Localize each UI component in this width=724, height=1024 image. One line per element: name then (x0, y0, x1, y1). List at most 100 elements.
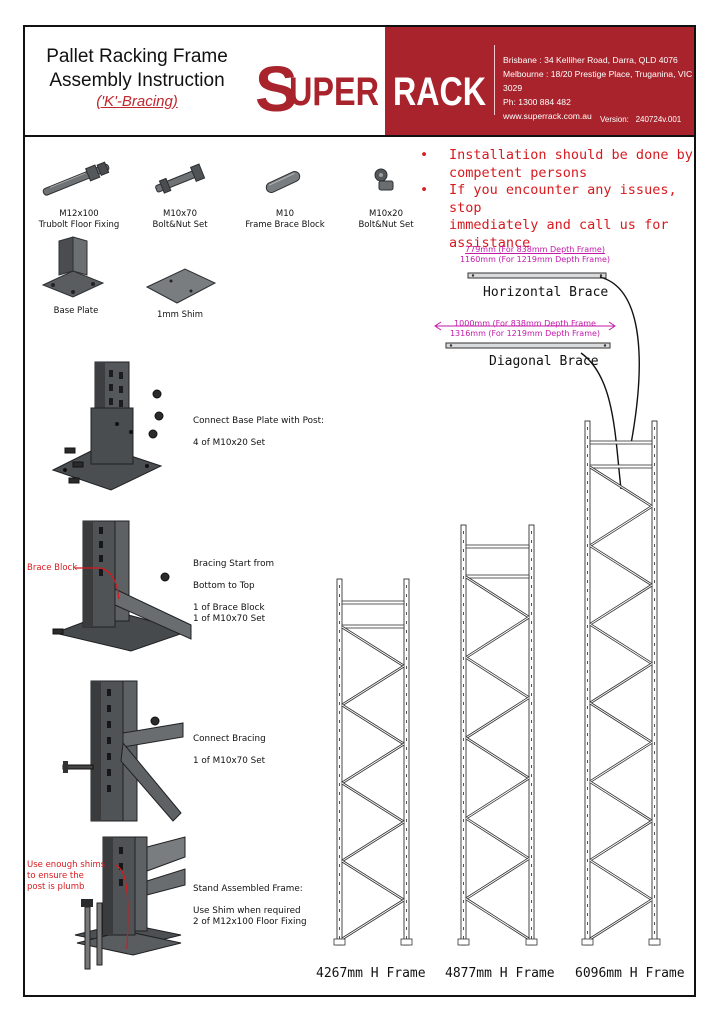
version-value: 240724v.001 (635, 115, 682, 124)
step3-text: Connect Bracing 1 of M10x70 Set (193, 734, 266, 767)
frame-4267-horizontal-brace (341, 600, 405, 605)
logo-super: S UPER (249, 27, 385, 135)
part-bolt-m10x20-size: M10x20 (369, 209, 403, 219)
step1-line-1: Connect Base Plate with Post: (193, 416, 325, 426)
brace-pointer-lines (580, 276, 640, 490)
shim-callout-line-2: to ensure the (27, 871, 84, 881)
shim-callout: Use enough shims to ensure the post is p… (27, 860, 105, 893)
diagonal-dim-838: 1000mm (For 838mm Depth Frame (454, 319, 596, 328)
safety-notes: • Installation should be done by compete… (420, 147, 700, 252)
note-2-line-1: If you encounter any issues, stop (449, 182, 677, 216)
part-trubolt-name: Trubolt Floor Fixing (38, 220, 120, 230)
frame-4267 (333, 578, 413, 946)
instruction-sheet: Pallet Racking Frame Assembly Instructio… (23, 25, 696, 997)
frame-4267-diagonal-brace-inner (341, 665, 405, 706)
frame-4877-horizontal-brace (465, 574, 530, 579)
frame-4267-right-post (403, 578, 410, 946)
part-brace-block-size: M10 (275, 209, 295, 219)
frame-label-4267: 4267mm H Frame (316, 966, 426, 981)
logo-rack: RACK (393, 70, 486, 114)
frame-4267-diagonal-brace-inner (341, 743, 405, 784)
frame-4267-diagonal-brace-inner (341, 626, 405, 667)
part-bolt-m10x70: M10x70 Bolt&Nut Set (135, 209, 225, 231)
bolt-nut-m10x70-icon (155, 163, 206, 194)
divider (494, 45, 495, 115)
contact-website[interactable]: www.superrack.com.au (503, 111, 592, 121)
frame-4877-diagonal-brace-inner (465, 777, 530, 819)
part-trubolt-size: M12x100 (59, 209, 99, 219)
part-bolt-m10x70-name: Bolt&Nut Set (152, 220, 208, 230)
frame-6096-diagonal-brace-inner (589, 781, 653, 822)
frame-6096-base-plate (581, 938, 594, 946)
part-brace-block: M10 Frame Brace Block (235, 209, 335, 231)
part-bolt-m10x20-name: Bolt&Nut Set (358, 220, 414, 230)
title-line-1: Pallet Racking Frame (46, 46, 228, 67)
brace-block-callout: Brace Block (27, 563, 78, 573)
shim-callout-line-3: post is plumb (27, 882, 85, 892)
frame-4877-diagonal-brace-inner (465, 616, 530, 658)
horizontal-brace-label: Horizontal Brace (483, 285, 609, 300)
step2-line-1: Bracing Start from (193, 559, 275, 569)
step3-line-1: Connect Bracing (193, 734, 266, 744)
frame-4267-diagonal-brace-inner (341, 821, 405, 862)
frame-6096-horizontal-brace (589, 440, 653, 445)
frame-4877-base-plate (457, 938, 470, 946)
note-2: • If you encounter any issues, stop imme… (420, 182, 700, 252)
contact-phone: Ph: 1300 884 482 (503, 97, 571, 107)
horizontal-brace (467, 272, 607, 279)
frame-4877-diagonal-brace-inner (465, 737, 530, 779)
frame-4267-base-plate (400, 938, 413, 946)
step4-illustration (74, 836, 186, 970)
trubolt-icon (42, 161, 110, 196)
logo-super-s: S (255, 53, 298, 125)
horizontal-brace-dims: 779mm (For 838mm Depth Frame) 1160mm (Fo… (457, 245, 613, 265)
frame-6096-diagonal-brace-inner (589, 623, 653, 665)
step4-line-1: Stand Assembled Frame: (193, 884, 303, 894)
frame-4267-left-post (336, 578, 343, 946)
contact-block: Brisbane : 34 Kelliher Road, Darra, QLD … (503, 53, 694, 123)
frame-4877-base-plate (525, 938, 538, 946)
frame-6096 (581, 420, 661, 946)
part-shim-name: 1mm Shim (156, 310, 204, 320)
frame-4267-diagonal-brace-inner (341, 782, 405, 823)
frame-6096-diagonal-brace-inner (589, 663, 653, 704)
diagonal-brace-label: Diagonal Brace (489, 354, 599, 369)
brace-block-icon (265, 171, 301, 193)
version-label: Version: (600, 115, 629, 124)
frame-4267-diagonal-brace-inner (341, 860, 405, 901)
part-base-plate: Base Plate (31, 306, 121, 317)
frame-4877-diagonal-brace-inner (465, 576, 530, 618)
contact-melbourne: Melbourne : 18/20 Prestige Place, Trugan… (503, 69, 693, 93)
part-shim: 1mm Shim (135, 310, 225, 321)
frame-6096-diagonal-brace-inner (589, 820, 653, 861)
note-1: • Installation should be done by compete… (420, 147, 700, 182)
shim-icon (145, 268, 217, 304)
shim-callout-line-1: Use enough shims (27, 860, 106, 870)
step1-line-3: 4 of M10x20 Set (193, 438, 266, 448)
step1-illustration (51, 361, 164, 491)
title-subtitle: ('K'-Bracing) (96, 93, 178, 110)
step3-illustration (62, 680, 184, 822)
frame-4877-diagonal-brace-inner (465, 817, 530, 859)
step2-line-5: 1 of Brace Block (193, 603, 265, 613)
step3-line-3: 1 of M10x70 Set (193, 756, 266, 766)
logo-super-rest: UPER (289, 70, 379, 114)
frame-6096-diagonal-brace-inner (589, 466, 653, 507)
frame-4877-horizontal-brace (465, 544, 530, 549)
step4-line-4: 2 of M12x100 Floor Fixing (193, 917, 307, 927)
note-1-line-2: competent persons (449, 164, 588, 181)
base-plate-icon (41, 236, 105, 298)
frame-4267-diagonal-brace-inner (341, 899, 405, 940)
bolt-nut-m10x20-icon (374, 168, 394, 191)
step2-line-3: Bottom to Top (193, 581, 255, 591)
frame-6096-diagonal-brace-inner (589, 899, 653, 940)
step2-text: Bracing Start from Bottom to Top 1 of Br… (193, 559, 274, 625)
frame-6096-horizontal-brace (589, 464, 653, 469)
step4-line-3: Use Shim when required (193, 906, 301, 916)
step4-text: Stand Assembled Frame: Use Shim when req… (193, 884, 307, 928)
note-2-line-2: immediately and call us for assistance (449, 217, 669, 251)
frame-4877-diagonal-brace-inner (465, 697, 530, 739)
part-base-plate-name: Base Plate (53, 306, 99, 316)
diagonal-brace (445, 342, 611, 349)
frame-6096-diagonal-brace-inner (589, 545, 653, 586)
